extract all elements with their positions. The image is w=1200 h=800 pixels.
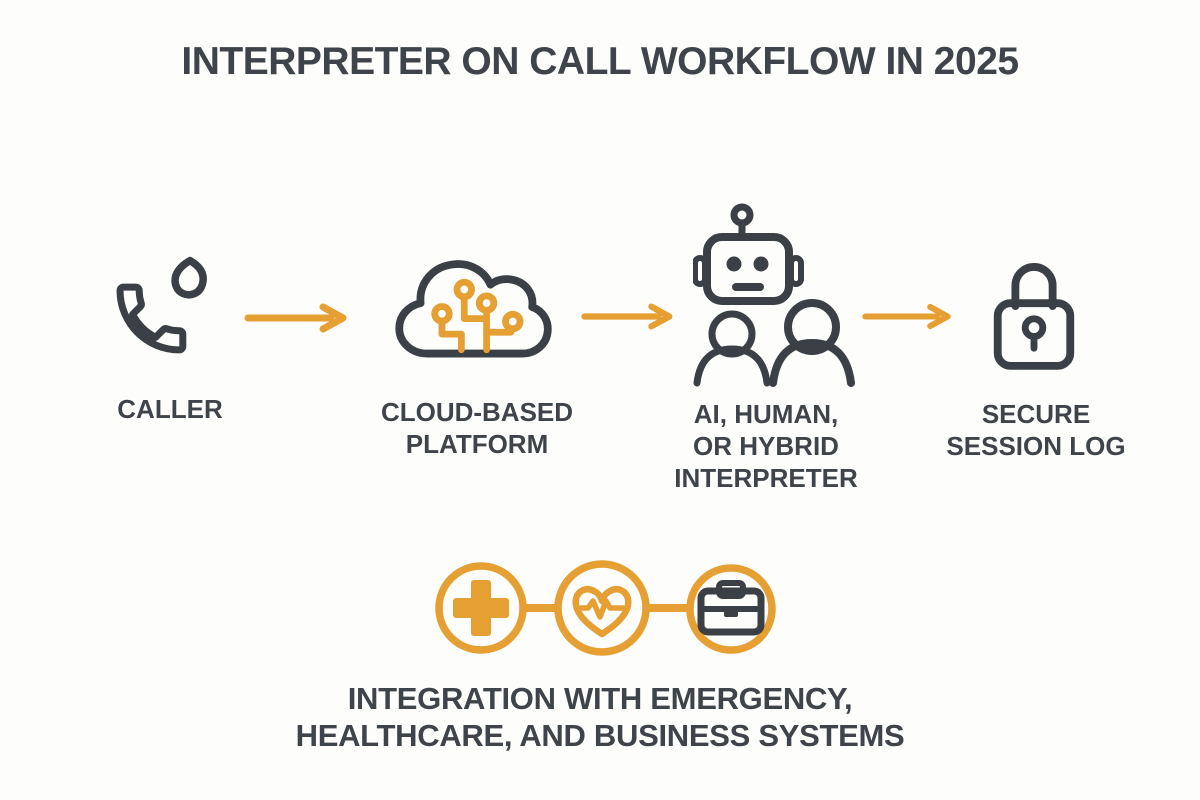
integration-caption: INTEGRATION WITH EMERGENCY, HEALTHCARE, … [295, 681, 905, 753]
node-label-interpreter: AI, HUMAN, OR HYBRID INTERPRETER [674, 399, 858, 493]
node-label-cloud-platform: CLOUD-BASED PLATFORM [380, 397, 574, 459]
node-label-caller: CALLER [117, 394, 223, 424]
heart-pulse-icon [554, 560, 650, 656]
arrow-right-icon [862, 303, 951, 330]
page-title: INTERPRETER ON CALL WORKFLOW IN 2025 [181, 40, 1019, 83]
arrow-right-icon [581, 303, 673, 330]
briefcase-icon [686, 564, 776, 654]
padlock-icon [993, 263, 1075, 370]
integration-icons [435, 560, 776, 656]
medical-cross-icon [435, 562, 527, 654]
node-label-secure-session-log: SECURE SESSION LOG [946, 399, 1126, 461]
cloud-circuit-icon [395, 260, 552, 358]
arrow-right-icon [244, 303, 347, 333]
phone-call-icon [106, 256, 207, 370]
robot-and-people-icon [693, 203, 855, 387]
